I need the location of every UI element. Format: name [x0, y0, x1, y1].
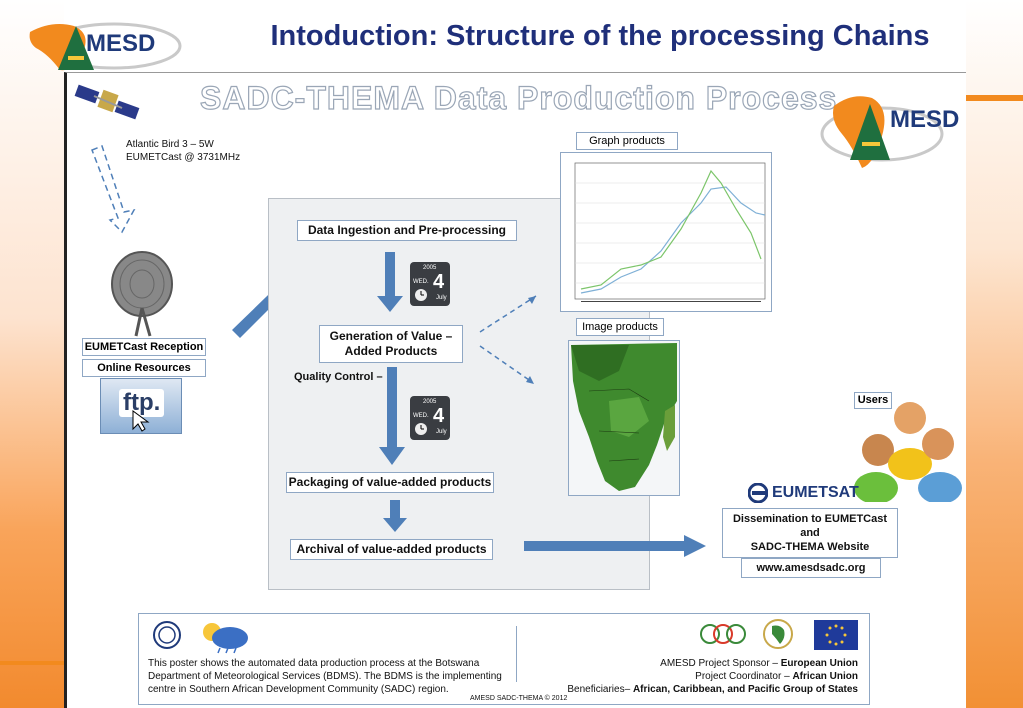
eumetsat-icon [748, 483, 768, 503]
right-orange-line [966, 95, 1023, 101]
image-products-label: Image products [576, 318, 664, 336]
footer-beneficiaries: Beneficiaries– African, Caribbean, and P… [540, 683, 858, 696]
calendar-2: 2005 WED. 4 July [410, 396, 450, 440]
weather-icon [203, 623, 248, 654]
footer [138, 613, 870, 705]
footer-sponsor-name: European Union [780, 658, 858, 669]
weather-logo [196, 618, 252, 654]
satellite-icon [74, 84, 140, 120]
footer-coordinator-name: African Union [792, 671, 858, 682]
step-archival: Archival of value-added products [290, 539, 493, 560]
dissemination-arrow [524, 535, 706, 557]
graph-products-label: Graph products [576, 132, 678, 150]
satellite-label-2: EUMETCast @ 3731MHz [126, 152, 241, 163]
slide-logo-text: MESD [86, 30, 156, 57]
acp-logo-icon [700, 624, 746, 644]
step-generation-line2: Added Products [344, 344, 438, 358]
satellite-dish [106, 248, 176, 338]
calendar-date: 4 [433, 405, 445, 427]
footer-left-line1: This poster shows the automated data pro… [148, 658, 480, 669]
ftp-image: ftp. [100, 378, 182, 434]
calendar-month: July [436, 295, 447, 301]
users-label: Users [854, 392, 892, 409]
calendar-month: July [436, 429, 447, 435]
satellite-label-1: Atlantic Bird 3 – 5W [126, 139, 214, 150]
footer-credit: AMESD SADC-THEMA © 2012 [470, 695, 568, 702]
footer-beneficiaries-name: African, Caribbean, and Pacific Group of… [632, 684, 858, 695]
footer-coordinator-prefix: Project Coordinator – [695, 671, 793, 682]
footer-left-line2: Department of Meteorological Services (B… [148, 671, 502, 682]
online-resources-label: Online Resources [82, 359, 206, 377]
africa-map-icon [569, 341, 679, 495]
calendar-day: WED. [413, 279, 429, 285]
satellite [74, 78, 144, 128]
graph-product [560, 152, 772, 312]
reception-label: EUMETCast Reception [82, 338, 206, 356]
partner-logo-1 [700, 620, 746, 648]
footer-divider [516, 626, 517, 682]
calendar-year: 2005 [423, 399, 437, 405]
graph-lines-icon [574, 162, 766, 302]
slide-title: Intoduction: Structure of the processing… [270, 20, 930, 52]
eumetsat-text: EUMETSAT [772, 484, 859, 501]
step-generation: Generation of Value – Added Products [319, 325, 463, 363]
african-union-icon [763, 619, 793, 649]
arrow-down-1 [377, 252, 403, 312]
calendar-date: 4 [433, 271, 445, 293]
dish-icon [111, 251, 173, 337]
poster-logo-text: MESD [890, 106, 960, 133]
users-icon [854, 402, 962, 504]
downlink-arrow [91, 145, 136, 234]
dissemination-line3: SADC-THEMA Website [750, 541, 870, 553]
footer-left-line3: centre in Southern African Development C… [148, 684, 449, 695]
arrow-down-3 [383, 500, 407, 532]
footer-sponsor: AMESD Project Sponsor – European Union [560, 657, 858, 670]
left-gradient-band [0, 0, 64, 708]
users-image [852, 392, 968, 504]
poster-title: SADC-THEMA Data Production Process [199, 79, 838, 116]
step-generation-line1: Generation of Value – [329, 329, 453, 343]
partner-logo-2 [760, 618, 796, 650]
dissemination-line2: and [800, 527, 820, 539]
clock-icon [415, 423, 427, 435]
footer-sponsor-prefix: AMESD Project Sponsor – [660, 658, 781, 669]
website-link[interactable]: www.amesdsadc.org [741, 558, 881, 578]
ftp-text: ftp. [119, 389, 165, 417]
step-packaging: Packaging of value-added products [286, 472, 494, 493]
poster-logo: MESD [812, 86, 962, 186]
product-arrows [479, 295, 537, 384]
image-product [568, 340, 680, 496]
step-quality: Quality Control – [294, 371, 383, 383]
footer-beneficiaries-prefix: Beneficiaries– [567, 684, 633, 695]
left-orange-line [0, 661, 64, 665]
step-ingestion: Data Ingestion and Pre-processing [297, 220, 517, 241]
calendar-year: 2005 [423, 265, 437, 271]
amesd-logo-icon [820, 96, 944, 168]
eu-flag [814, 620, 858, 650]
sadc-logo [152, 620, 186, 650]
dissemination-box: Dissemination to EUMETCast and SADC-THEM… [722, 508, 898, 558]
clock-icon [415, 289, 427, 301]
dissemination-line1: Dissemination to EUMETCast [732, 513, 888, 525]
sadc-seal-icon [153, 621, 181, 649]
slide-logo: MESD [22, 14, 182, 74]
cursor-icon [132, 410, 150, 432]
right-gradient-band [966, 0, 1023, 708]
eumetsat-logo: EUMETSAT [748, 482, 878, 504]
calendar-day: WED. [413, 413, 429, 419]
eu-stars-icon [825, 624, 847, 646]
arrow-down-2 [379, 367, 405, 465]
footer-coordinator: Project Coordinator – African Union [560, 670, 858, 683]
calendar-1: 2005 WED. 4 July [410, 262, 450, 306]
amesd-logo-icon [29, 22, 182, 71]
